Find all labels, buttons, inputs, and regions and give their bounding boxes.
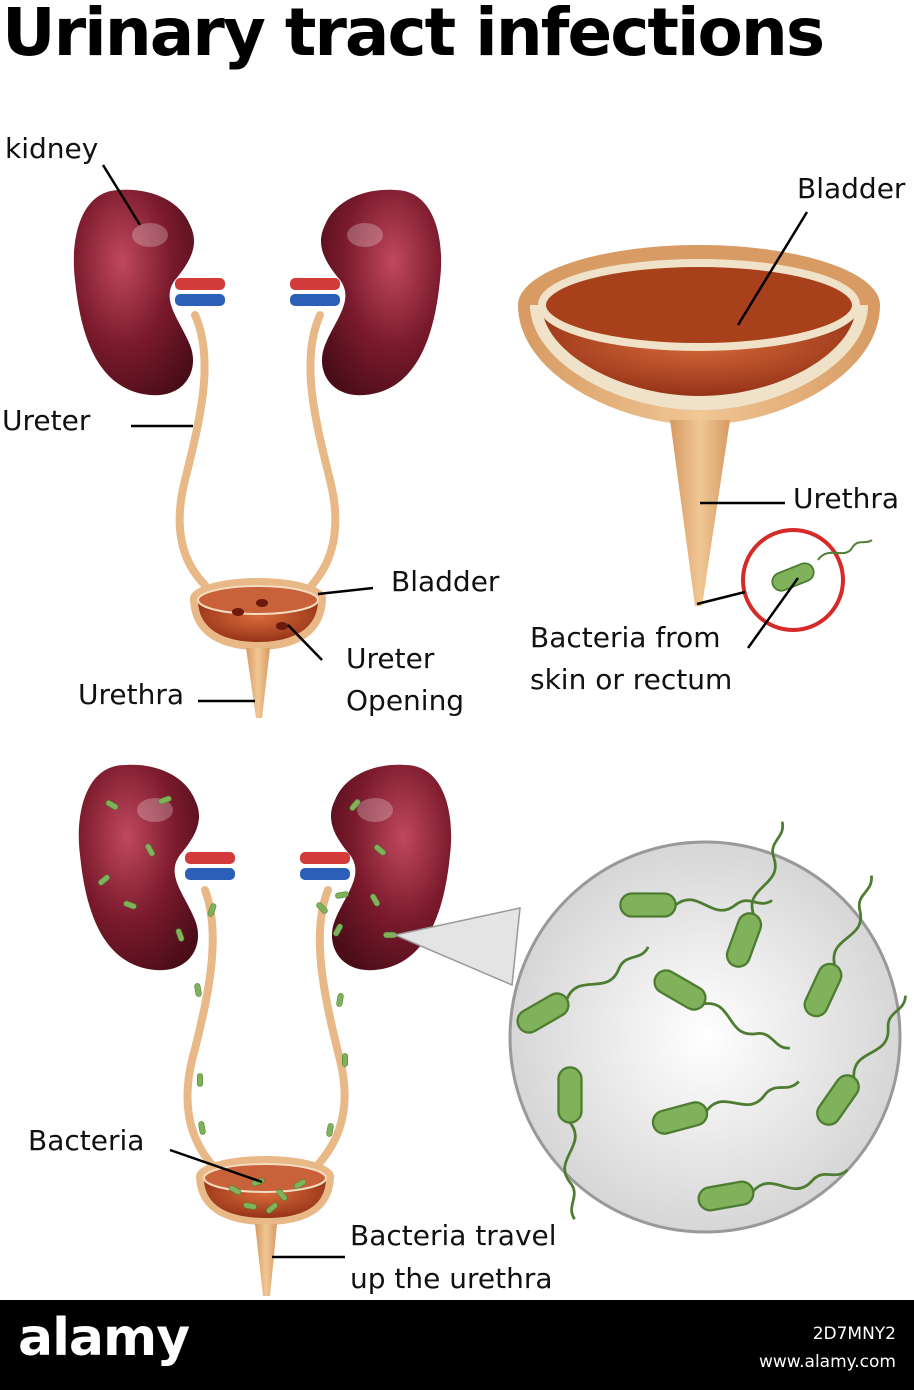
large-bladder bbox=[518, 245, 880, 606]
bacterium-icon bbox=[653, 969, 790, 1050]
bacterium-icon bbox=[333, 923, 343, 937]
bacterium-icon bbox=[341, 1053, 349, 1067]
label-ureter-opening-line1: Ureter bbox=[346, 642, 435, 675]
anatomy-illustration bbox=[73, 164, 907, 1296]
bacterium-icon bbox=[316, 902, 328, 914]
bacterium-icon bbox=[175, 928, 185, 942]
renal-vessels-bottom bbox=[185, 852, 350, 880]
bacterium-icon bbox=[207, 903, 217, 917]
watermark-logo: alamy bbox=[18, 1308, 190, 1368]
magnification-callout bbox=[392, 840, 902, 1234]
bacterium-icon bbox=[266, 1202, 278, 1214]
bacterium-icon bbox=[803, 875, 873, 1018]
bacterium-icon bbox=[228, 1185, 242, 1195]
bacterium-icon bbox=[293, 1179, 307, 1189]
bacterium-icon bbox=[276, 1189, 288, 1201]
leader-lines-bottom-left bbox=[169, 1148, 345, 1259]
label-bacteria-from-line1: Bacteria from bbox=[530, 621, 721, 654]
ureters-top bbox=[175, 311, 340, 589]
bacterium-icon bbox=[123, 900, 137, 910]
ureters-bottom bbox=[183, 886, 349, 1169]
watermark-url: www.alamy.com bbox=[758, 1352, 896, 1372]
bacterium-icon bbox=[198, 1121, 206, 1135]
bacterium-icon bbox=[145, 843, 155, 857]
label-bacteria-travel-line2: up the urethra bbox=[350, 1262, 553, 1295]
bacterium-icon bbox=[374, 844, 386, 856]
bacterium-icon bbox=[370, 893, 380, 907]
label-bacteria-from-line2: skin or rectum bbox=[530, 663, 733, 696]
bacterium-icon bbox=[516, 946, 650, 1034]
bacteria-in-tract bbox=[98, 795, 397, 1214]
diagram-title: Urinary tract infections bbox=[2, 0, 825, 71]
label-ureter: Ureter bbox=[2, 404, 91, 437]
label-kidney: kidney bbox=[5, 132, 99, 165]
label-ureter-opening-line2: Opening bbox=[346, 684, 465, 717]
bacterium-icon bbox=[243, 1202, 257, 1210]
label-bladder-small: Bladder bbox=[391, 565, 500, 598]
bacterium-icon bbox=[349, 799, 361, 811]
healthy-kidney-left bbox=[73, 189, 195, 396]
healthy-kidney-right bbox=[320, 189, 442, 396]
bacterium-icon bbox=[194, 983, 202, 997]
bacterium-icon bbox=[619, 892, 773, 918]
label-urethra-left: Urethra bbox=[78, 678, 185, 711]
bacterium-icon bbox=[196, 1073, 204, 1087]
bacterium-icon bbox=[158, 795, 172, 805]
bacterium-icon bbox=[98, 874, 110, 886]
highlighted-bacterium bbox=[741, 528, 873, 632]
magnified-bacteria bbox=[516, 821, 907, 1220]
renal-vessels-top bbox=[175, 278, 340, 306]
bacterium-icon bbox=[725, 821, 785, 968]
leader-lines-top-left bbox=[101, 164, 374, 703]
label-bacteria: Bacteria bbox=[28, 1124, 145, 1157]
bacterium-icon bbox=[335, 891, 349, 899]
bacterium-icon bbox=[326, 1123, 334, 1137]
bacterium-icon bbox=[651, 1080, 800, 1135]
infected-bladder bbox=[196, 1156, 334, 1296]
small-bladder bbox=[190, 578, 326, 718]
label-bladder-large: Bladder bbox=[797, 172, 906, 205]
watermark-bar: alamy 2D7MNY2 www.alamy.com bbox=[0, 1300, 914, 1390]
label-urethra-right: Urethra bbox=[793, 482, 900, 515]
bacterium-icon bbox=[105, 800, 119, 810]
label-bacteria-travel-line1: Bacteria travel bbox=[350, 1219, 557, 1252]
bacterium-icon bbox=[816, 995, 907, 1126]
leader-lines-top-right bbox=[696, 211, 809, 649]
bacterium-icon bbox=[557, 1066, 583, 1220]
bacterium-icon bbox=[697, 1168, 849, 1212]
watermark-image-id: 2D7MNY2 bbox=[812, 1324, 896, 1344]
bacterium-icon bbox=[336, 993, 344, 1007]
